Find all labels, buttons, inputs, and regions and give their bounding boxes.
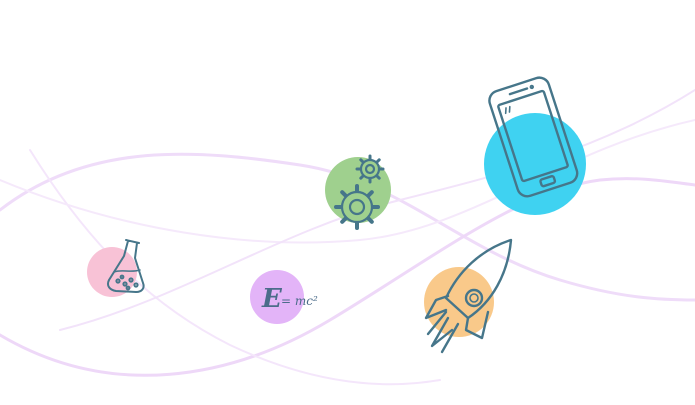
rocket-group: [424, 238, 513, 354]
rocket-circle: [424, 267, 494, 337]
wave-lines: [0, 89, 695, 386]
wave-line-5: [59, 89, 695, 331]
rocket-icon: [424, 238, 513, 354]
gears-icon: [334, 154, 385, 230]
formula-letter: E: [261, 284, 283, 314]
phone-circle: [484, 113, 586, 215]
formula-icon: E = mc²: [261, 284, 318, 314]
wave-line-3: [29, 149, 441, 386]
gears-group: [325, 154, 391, 230]
formula-rest: = mc²: [281, 294, 318, 308]
smartphone-icon: [488, 76, 579, 198]
formula-group: E = mc²: [250, 270, 318, 324]
wave-line-2: [0, 177, 695, 377]
formula-circle: [250, 270, 304, 324]
flask-group: [87, 239, 145, 297]
flask-icon: [106, 239, 145, 293]
phone-group: [484, 76, 586, 215]
